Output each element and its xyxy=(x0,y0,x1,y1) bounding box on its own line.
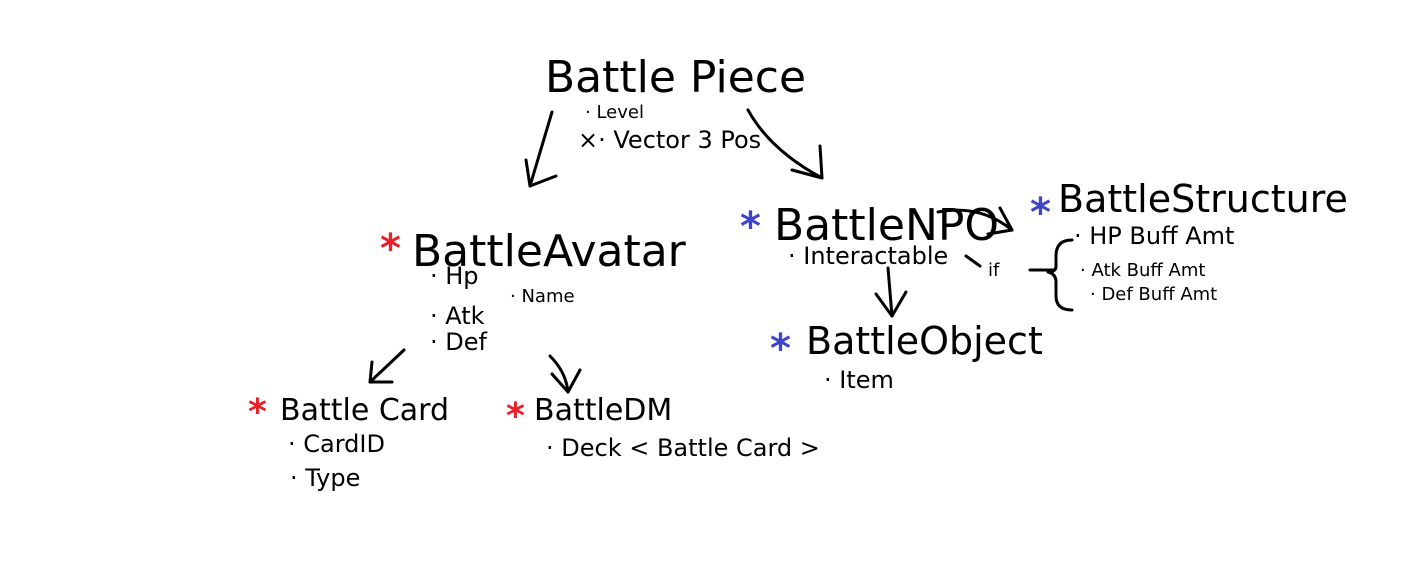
edge-label-if: if xyxy=(988,260,1000,281)
node-battle-object: * BattleObject · Item xyxy=(770,319,1043,394)
node-battle-card: * Battle Card · CardID · Type xyxy=(248,392,449,492)
node-title: BattleStructure xyxy=(1058,177,1348,221)
arrow-avatar-to-dm xyxy=(548,354,582,394)
if-connector: if xyxy=(964,238,1074,312)
node-title: Battle Piece xyxy=(545,52,806,103)
node-attr: · Atk xyxy=(430,302,485,330)
arrow-avatar-to-card xyxy=(368,348,406,384)
blue-star-icon: * xyxy=(1030,190,1051,236)
node-battle-npo: * BattleNPO · Interactable xyxy=(740,200,999,270)
node-title: BattleAvatar xyxy=(412,226,687,277)
node-attr: · Item xyxy=(824,366,894,394)
node-battle-avatar: * BattleAvatar · Hp · Atk · Def · Name xyxy=(380,226,687,356)
red-star-icon: * xyxy=(506,396,525,437)
arrow-npo-to-object xyxy=(874,266,908,318)
blue-star-icon: * xyxy=(770,326,791,372)
node-battle-structure: * BattleStructure · HP Buff Amt · Atk Bu… xyxy=(1030,177,1348,305)
node-title: BattleNPO xyxy=(774,200,999,251)
node-attr: · Hp xyxy=(430,262,479,290)
node-title: BattleDM xyxy=(534,393,672,428)
arrow-piece-to-npo xyxy=(746,108,824,180)
node-title: Battle Card xyxy=(280,393,449,428)
arrow-npo-to-structure xyxy=(936,206,1014,236)
node-title: BattleObject xyxy=(806,319,1043,363)
red-star-icon: * xyxy=(248,392,267,433)
node-attr: · CardID xyxy=(288,430,385,458)
blue-star-icon: * xyxy=(740,204,761,250)
node-attr: · Def xyxy=(430,328,488,356)
node-attr: · Level xyxy=(585,102,644,123)
node-attr: · Type xyxy=(290,464,360,492)
node-battle-piece: Battle Piece · Level ×· Vector 3 Pos xyxy=(545,52,806,154)
node-attr: ×· Vector 3 Pos xyxy=(578,126,761,154)
arrow-piece-to-avatar xyxy=(524,110,558,188)
red-star-icon: * xyxy=(380,226,401,272)
node-attr: · Atk Buff Amt xyxy=(1080,260,1205,281)
node-attr: · Interactable xyxy=(788,242,948,270)
node-attr: · Name xyxy=(510,286,575,307)
node-battle-dm: * BattleDM · Deck < Battle Card > xyxy=(506,393,820,462)
node-attr: · HP Buff Amt xyxy=(1074,222,1234,250)
node-attr: · Deck < Battle Card > xyxy=(546,434,820,462)
node-attr: · Def Buff Amt xyxy=(1090,284,1217,305)
